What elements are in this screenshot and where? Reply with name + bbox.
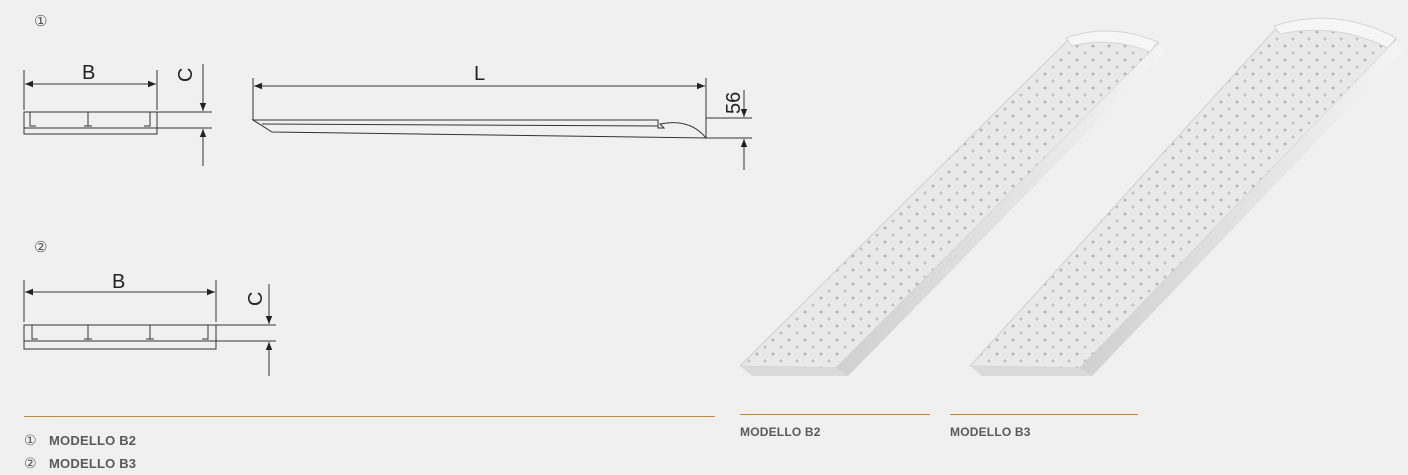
legend-item-b3: ② MODELLO B3: [24, 455, 136, 473]
legend-item-b2: ① MODELLO B2: [24, 432, 136, 450]
ramp-photo-b3: [968, 17, 1404, 376]
legend-marker: ②: [24, 455, 37, 471]
legend-label: MODELLO B3: [49, 456, 137, 471]
legend-label: MODELLO B2: [49, 433, 137, 448]
dim-label-56: 56: [723, 92, 745, 114]
ramp-photo-b2: [738, 30, 1166, 376]
dim-label-b-2: B: [112, 271, 125, 293]
dim-label-c: C: [175, 68, 197, 82]
dim-label-c-2: C: [245, 292, 267, 306]
legend-divider: [24, 416, 715, 417]
b3-cross-section: [23, 280, 276, 376]
dim-label-l: L: [474, 63, 485, 85]
photo-divider-b2: [740, 414, 930, 415]
photo-divider-b3: [950, 414, 1138, 415]
b2-cross-section: [23, 64, 212, 166]
photo-caption-b2: MODELLO B2: [740, 425, 821, 439]
legend-marker: ①: [24, 432, 37, 448]
section-marker-2: ②: [34, 239, 48, 256]
side-view: [251, 78, 752, 170]
section-marker-1: ①: [34, 13, 48, 30]
dim-label-b: B: [82, 62, 95, 84]
photo-caption-b3: MODELLO B3: [950, 425, 1031, 439]
